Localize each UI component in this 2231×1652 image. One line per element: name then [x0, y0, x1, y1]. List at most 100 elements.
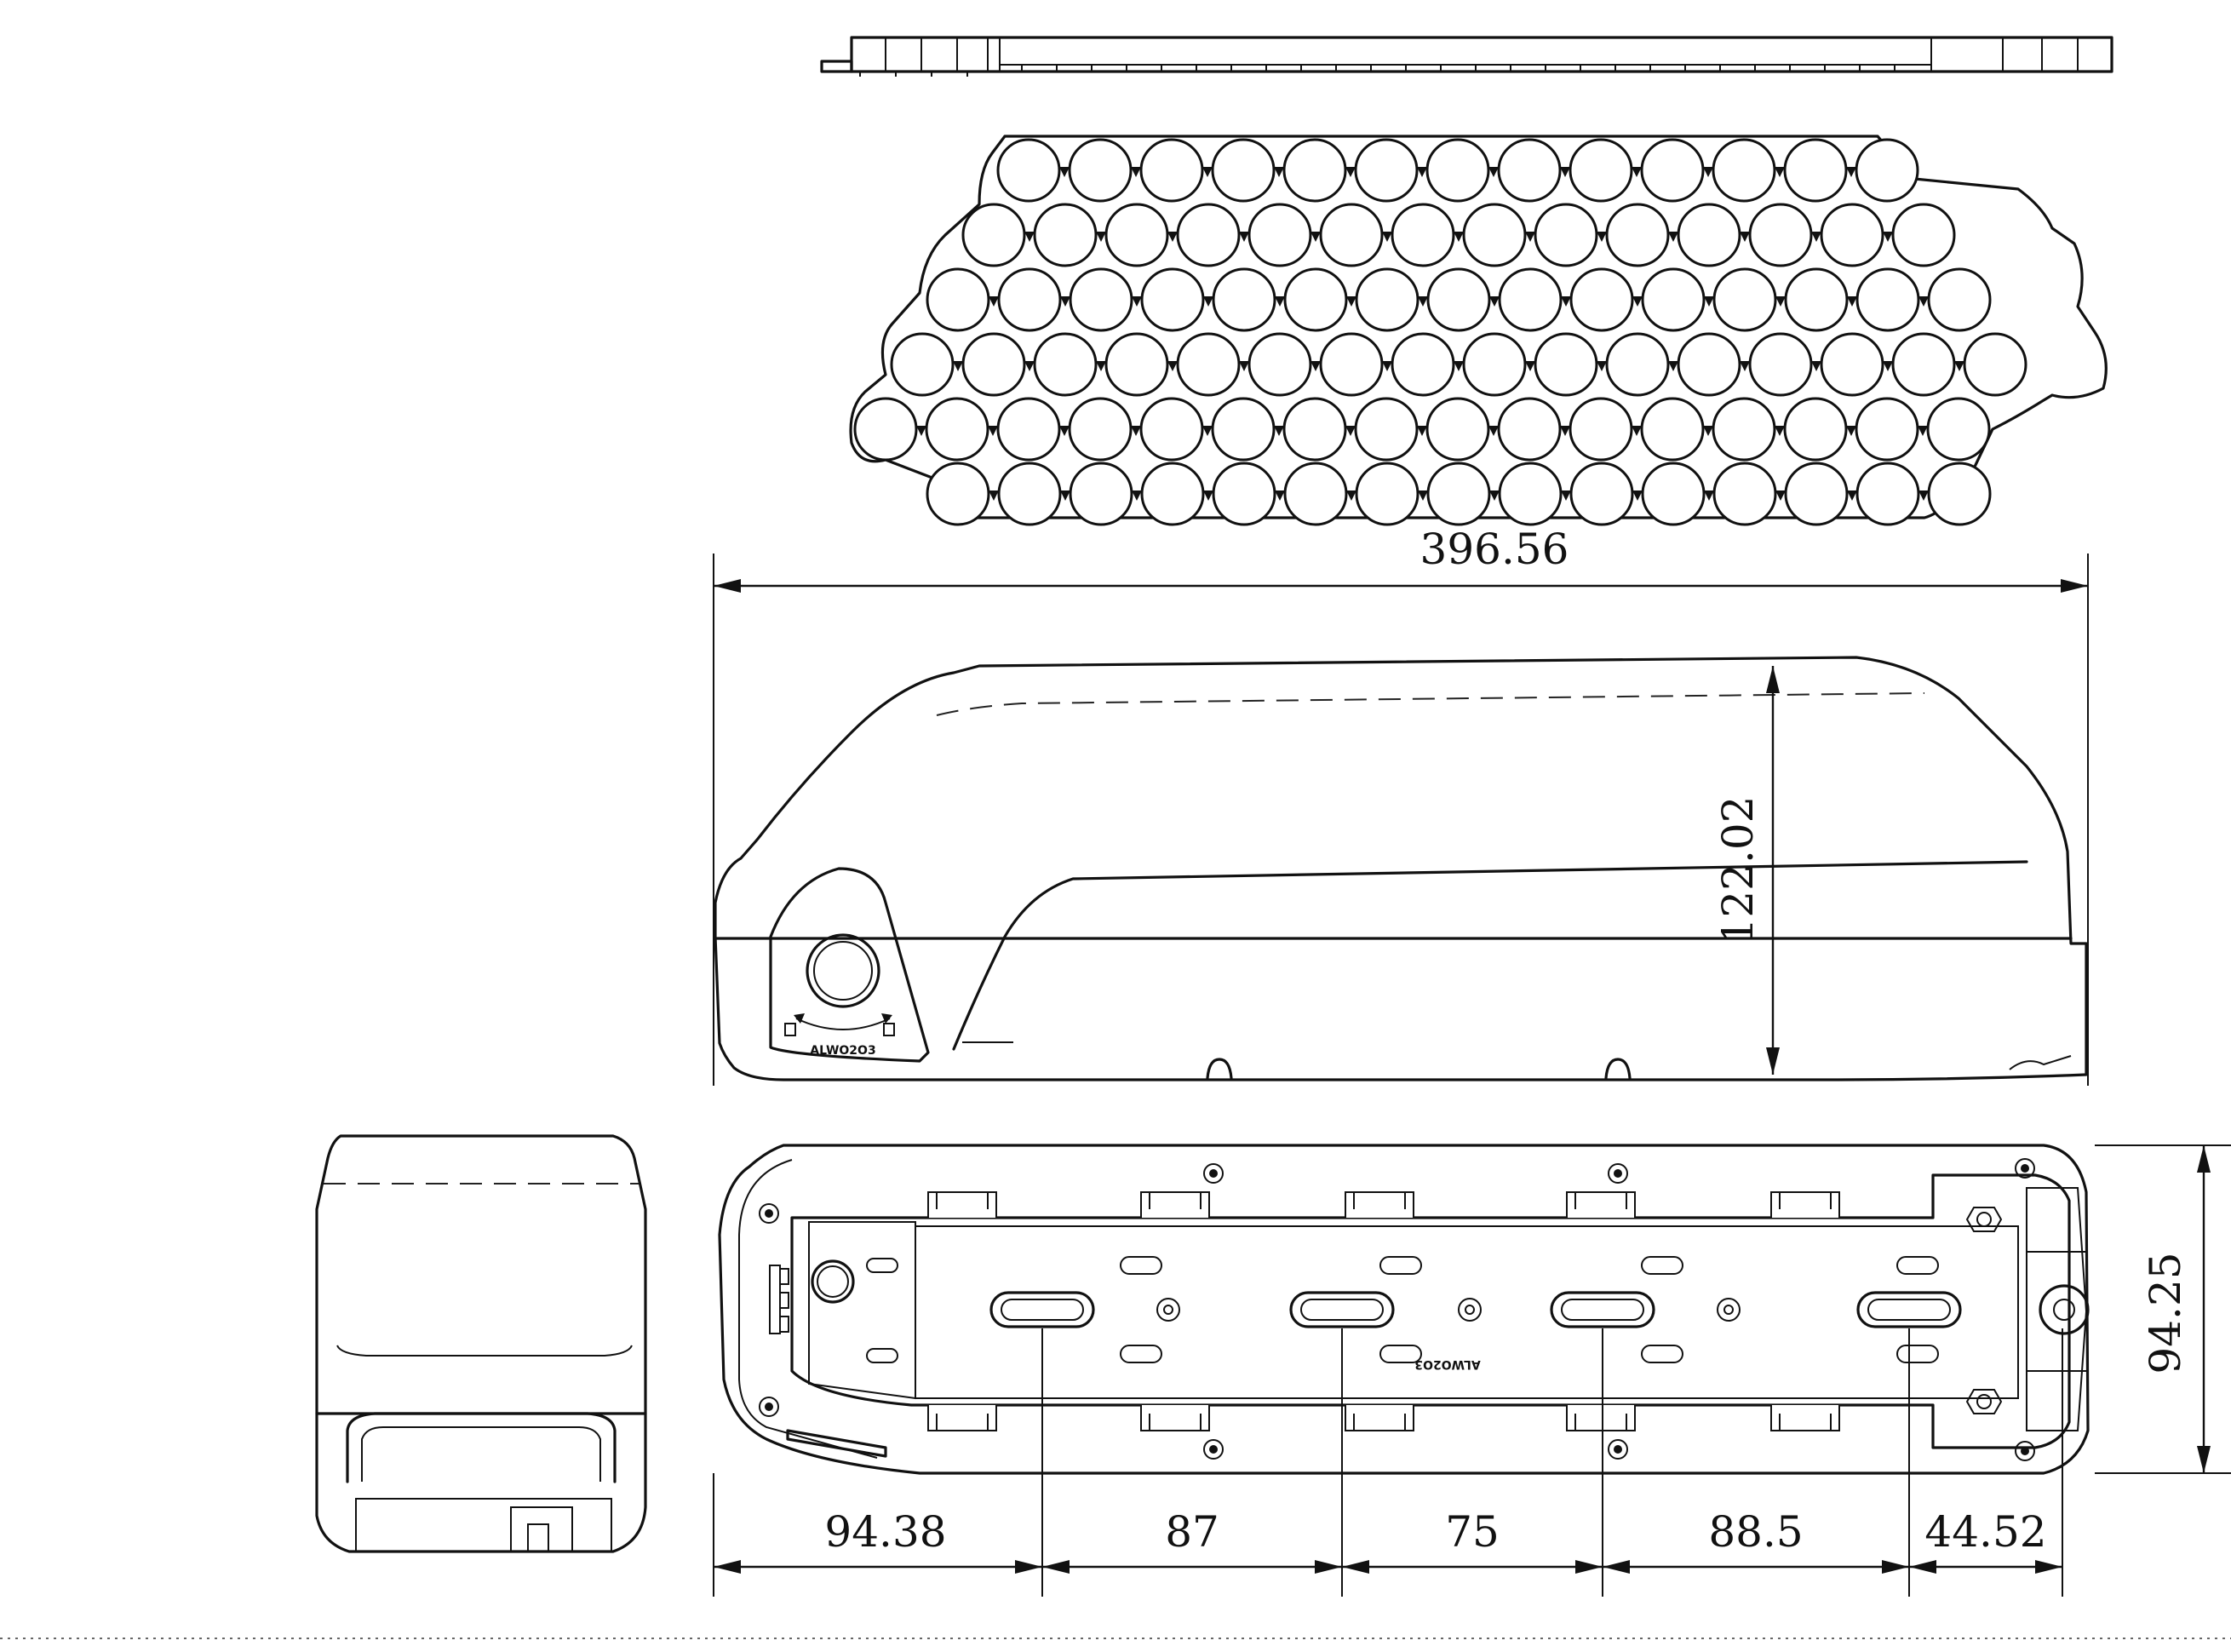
cell-spacer — [1275, 296, 1285, 307]
screw-hole — [759, 1203, 779, 1224]
cell-spacer — [1561, 296, 1571, 307]
cell-slot — [1176, 203, 1241, 267]
cell-spacer — [1740, 361, 1750, 371]
cell-slot — [1426, 267, 1491, 332]
screw-hole — [1608, 1439, 1628, 1460]
cell-slot — [1139, 397, 1204, 462]
cell-slot — [1891, 203, 1956, 267]
screw-head — [765, 1402, 773, 1411]
screw-hole — [2015, 1441, 2035, 1461]
cell-spacer — [1167, 232, 1178, 242]
screw-hole — [2015, 1158, 2035, 1179]
cell-slot — [1712, 462, 1777, 526]
length-dimension: 396.56 — [713, 525, 2089, 1086]
cell-spacer — [1775, 490, 1786, 501]
cell-spacer — [989, 490, 999, 501]
cell-spacer — [1203, 490, 1213, 501]
cell-slot — [1319, 332, 1384, 397]
cell-spacer — [1489, 490, 1500, 501]
cell-spacer — [1632, 296, 1643, 307]
cell-slot — [1426, 462, 1491, 526]
cell-spacer — [1096, 361, 1106, 371]
cell-spacer — [1561, 490, 1571, 501]
cell-spacer — [988, 426, 998, 436]
cell-slot — [961, 332, 1026, 397]
cell-slot — [1069, 267, 1133, 332]
cell-slot — [1569, 138, 1633, 203]
cell-spacer — [1382, 361, 1392, 371]
cell-slot — [1139, 138, 1204, 203]
cell-slot — [1855, 397, 1919, 462]
cell-slot — [1247, 203, 1312, 267]
cell-spacer — [1131, 167, 1141, 177]
cell-slot — [1640, 397, 1705, 462]
cell-slot — [1677, 203, 1741, 267]
segment-dimension-1: 94.38 — [824, 1507, 946, 1557]
cell-spacer — [1060, 296, 1070, 307]
screw-head — [1614, 1445, 1622, 1454]
cell-spacer — [1132, 490, 1142, 501]
mount-tab — [1770, 1191, 1840, 1218]
bottom-view: ALWO2O3 — [718, 1144, 2090, 1475]
hex-nut — [1965, 1389, 2003, 1414]
mounting-slot-inner — [1001, 1299, 1084, 1321]
cell-spacer — [1740, 232, 1750, 242]
cell-slot — [1641, 462, 1706, 526]
cell-spacer — [1703, 167, 1713, 177]
cell-slot — [1855, 138, 1919, 203]
segment-dimension-3: 75 — [1445, 1507, 1500, 1557]
cell-slot — [1391, 332, 1455, 397]
cell-spacer — [1059, 426, 1070, 436]
cell-spacer — [1525, 232, 1535, 242]
cell-spacer — [916, 426, 926, 436]
cell-slot — [1462, 332, 1527, 397]
cell-holder-view — [849, 135, 2108, 526]
cell-spacer — [1275, 490, 1285, 501]
cell-slot — [996, 397, 1061, 462]
cell-slot — [1282, 397, 1347, 462]
cell-slot — [1355, 462, 1419, 526]
cell-spacer — [1239, 361, 1249, 371]
cell-slot — [1891, 332, 1956, 397]
cell-slot — [1211, 397, 1276, 462]
mounting-slot — [989, 1291, 1095, 1328]
screw-head — [2021, 1447, 2029, 1455]
cell-slot — [961, 203, 1026, 267]
screw-head — [1209, 1445, 1218, 1454]
cell-slot — [1497, 138, 1562, 203]
mounting-slot-inner — [1300, 1299, 1384, 1321]
cell-spacer — [1883, 361, 1893, 371]
cell-spacer — [1418, 296, 1428, 307]
cell-spacer — [1454, 232, 1464, 242]
cell-slot — [1712, 138, 1776, 203]
cell-spacer — [1310, 361, 1321, 371]
cell-slot — [1497, 397, 1562, 462]
cell-slot — [1068, 138, 1133, 203]
cell-spacer — [1346, 296, 1356, 307]
cell-spacer — [953, 361, 963, 371]
cell-slot — [1283, 267, 1348, 332]
vent-slot — [1896, 1345, 1939, 1363]
cell-spacer — [1060, 490, 1070, 501]
mount-tab — [1566, 1191, 1636, 1218]
cell-spacer — [1847, 296, 1857, 307]
side-model-label: ALWO2O3 — [810, 1044, 875, 1058]
cell-slot — [1784, 267, 1849, 332]
cell-spacer — [1811, 361, 1821, 371]
cell-slot — [1677, 332, 1741, 397]
cell-slot — [1855, 267, 1920, 332]
vent-slot — [1641, 1256, 1683, 1275]
length-dimension-label: 396.56 — [1420, 525, 1569, 574]
height-dimension-label: 122.02 — [1713, 796, 1763, 945]
cell-slot — [1283, 462, 1348, 526]
battery-latch — [769, 1265, 789, 1334]
cell-slot — [1104, 332, 1169, 397]
cell-spacer — [1024, 232, 1035, 242]
locator-hole — [1156, 1298, 1180, 1322]
cell-slot — [1354, 397, 1419, 462]
cell-spacer — [1525, 361, 1535, 371]
mount-tab — [1140, 1191, 1210, 1218]
screw-head — [2021, 1164, 2029, 1173]
cell-spacer — [1488, 426, 1499, 436]
